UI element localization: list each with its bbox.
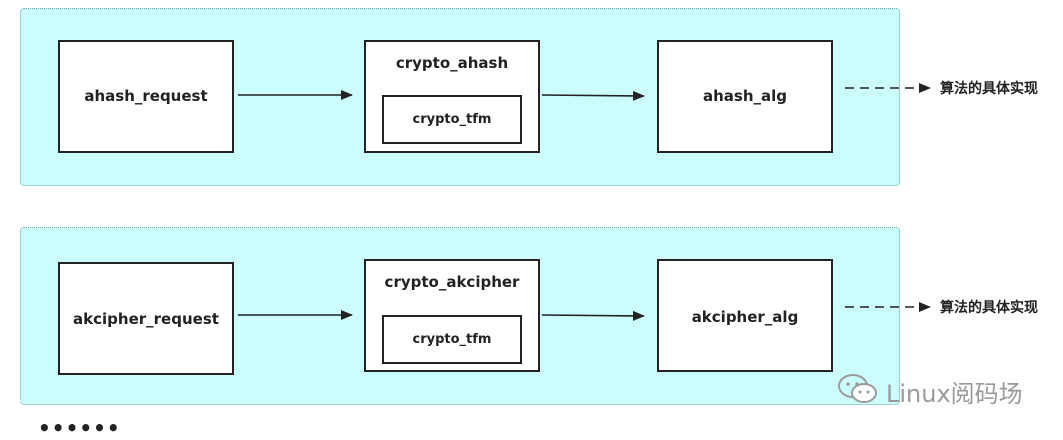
ahash-request-label: ahash_request	[84, 87, 208, 105]
crypto-ahash-label: crypto_ahash	[395, 54, 509, 72]
akcipher-request-label: akcipher_request	[73, 310, 219, 328]
ahash-alg-label: ahash_alg	[702, 87, 788, 105]
crypto-akcipher-label: crypto_akcipher	[384, 273, 520, 291]
ahash-alg-box: ahash_alg	[657, 40, 833, 153]
ahash-implementation-note: 算法的具体实现	[940, 81, 1038, 97]
watermark-text: Linux阅码场	[886, 379, 1023, 408]
akcipher-alg-box: akcipher_alg	[657, 259, 833, 372]
akcipher-alg-label: akcipher_alg	[691, 308, 799, 326]
akcipher-transform-to-alg-arrow	[541, 310, 645, 321]
crypto-akcipher-box: crypto_akcipher crypto_tfm	[364, 259, 540, 372]
akcipher-request-box: akcipher_request	[58, 262, 234, 375]
crypto-tfm-box-2: crypto_tfm	[382, 315, 522, 364]
watermark: Linux阅码场	[836, 372, 1023, 410]
akcipher-implementation-note: 算法的具体实现	[940, 300, 1038, 316]
wechat-icon	[836, 372, 880, 410]
ahash-transform-to-alg-arrow	[541, 90, 645, 101]
ahash-request-box: ahash_request	[58, 40, 234, 153]
crypto-ahash-box: crypto_ahash crypto_tfm	[364, 40, 540, 153]
more-ellipsis: ••••••	[38, 416, 121, 440]
crypto-tfm-box: crypto_tfm	[382, 95, 522, 144]
